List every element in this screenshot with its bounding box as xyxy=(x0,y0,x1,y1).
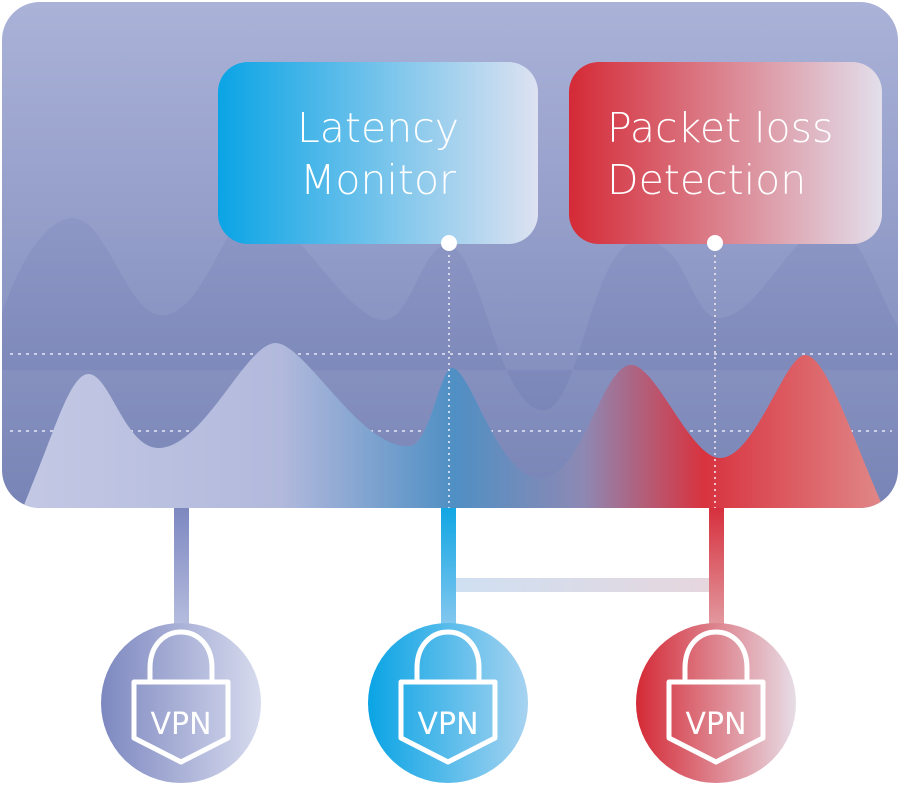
vpn-node-right: VPN xyxy=(636,623,796,783)
vpn-node-center: VPN xyxy=(368,623,528,783)
vpn-stem-left xyxy=(174,508,189,633)
padlock-body xyxy=(666,679,766,765)
vpn-stem-right xyxy=(709,508,724,633)
packet-loss-title-line1: Packet loss xyxy=(607,104,833,152)
background-wave xyxy=(2,209,898,411)
vpn-label: VPN xyxy=(685,707,746,742)
packet-loss-marker-dot xyxy=(707,235,723,251)
padlock-body xyxy=(131,679,231,765)
foreground-wave xyxy=(22,342,885,508)
vpn-label: VPN xyxy=(417,707,478,742)
vpn-link-bar xyxy=(456,578,709,592)
latency-monitor-title-line2: Monitor xyxy=(300,156,456,204)
latency-marker-dot xyxy=(441,235,457,251)
latency-monitor-title-line1: Latency xyxy=(297,104,459,152)
packet-loss-detection-callout: Packet loss Detection xyxy=(569,62,882,251)
vpn-node-left: VPN xyxy=(101,623,261,783)
packet-loss-title-line2: Detection xyxy=(607,156,806,204)
padlock-icon xyxy=(147,629,215,682)
latency-monitor-callout: Latency Monitor xyxy=(218,62,538,251)
padlock-icon xyxy=(682,629,750,682)
vpn-stem-center xyxy=(441,508,456,633)
padlock-body xyxy=(398,679,498,765)
padlock-icon xyxy=(414,629,482,682)
vpn-label: VPN xyxy=(150,707,211,742)
